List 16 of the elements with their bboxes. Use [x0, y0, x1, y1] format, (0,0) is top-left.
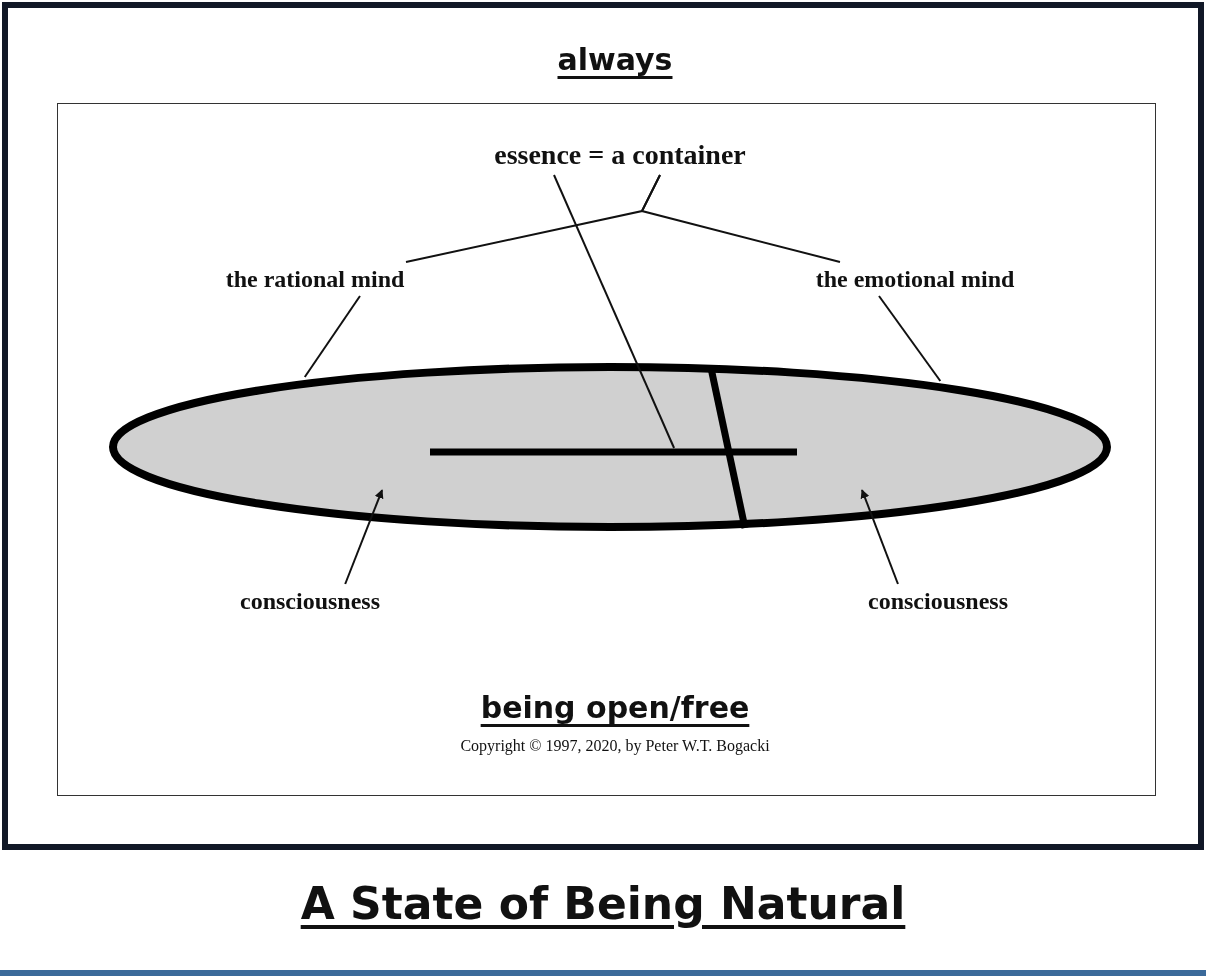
leader-line: [553, 174, 676, 449]
label-text: the emotional mind: [765, 262, 1065, 296]
oval-shape: [108, 362, 1112, 532]
label-text: consciousness: [200, 584, 420, 618]
arrow: [344, 489, 384, 585]
arrow: [860, 489, 899, 585]
leader-line: [303, 295, 361, 378]
heading-text: always: [556, 41, 674, 79]
copyright-text: Copyright © 1997, 2020, by Peter W.T. Bogacki: [459, 736, 771, 757]
title-text: A State of Being Natural: [299, 877, 907, 931]
label-text: essence = a container: [420, 135, 820, 175]
heading-text: being open/free: [479, 689, 751, 727]
label-text: consciousness: [828, 584, 1048, 618]
leader-line: [640, 174, 841, 263]
label-text: the rational mind: [185, 262, 445, 296]
leader-line: [878, 295, 942, 383]
